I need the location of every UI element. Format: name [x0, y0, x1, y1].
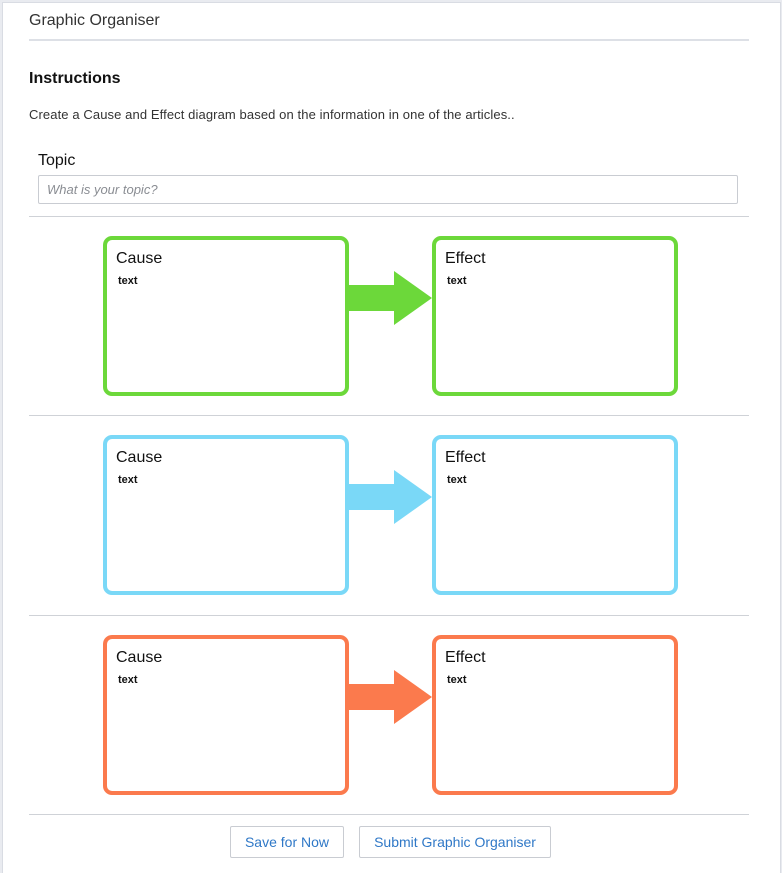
effect-title: Effect [445, 449, 486, 466]
cause-text[interactable]: text [118, 474, 138, 486]
effect-box-3[interactable]: Effect text [432, 635, 678, 795]
page-title: Graphic Organiser [29, 12, 160, 29]
cause-box-1[interactable]: Cause text [103, 236, 349, 396]
topic-input[interactable] [38, 175, 738, 204]
right-arrow-icon [346, 670, 432, 724]
divider [29, 814, 749, 815]
effect-text[interactable]: text [447, 275, 467, 287]
divider [29, 615, 749, 616]
cause-box-3[interactable]: Cause text [103, 635, 349, 795]
submit-button[interactable]: Submit Graphic Organiser [359, 826, 551, 858]
save-for-now-button[interactable]: Save for Now [230, 826, 344, 858]
instructions-text: Create a Cause and Effect diagram based … [29, 107, 515, 122]
cause-title: Cause [116, 250, 163, 267]
effect-title: Effect [445, 250, 486, 267]
cause-text[interactable]: text [118, 275, 138, 287]
title-divider [29, 39, 749, 41]
effect-box-1[interactable]: Effect text [432, 236, 678, 396]
effect-text[interactable]: text [447, 474, 467, 486]
right-arrow-icon [346, 271, 432, 325]
effect-text[interactable]: text [447, 674, 467, 686]
topic-label: Topic [38, 152, 76, 169]
cause-title: Cause [116, 449, 163, 466]
instructions-heading: Instructions [29, 70, 121, 87]
divider [29, 216, 749, 217]
cause-box-2[interactable]: Cause text [103, 435, 349, 595]
cause-text[interactable]: text [118, 674, 138, 686]
effect-box-2[interactable]: Effect text [432, 435, 678, 595]
right-arrow-icon [346, 470, 432, 524]
cause-title: Cause [116, 649, 163, 666]
divider [29, 415, 749, 416]
effect-title: Effect [445, 649, 486, 666]
